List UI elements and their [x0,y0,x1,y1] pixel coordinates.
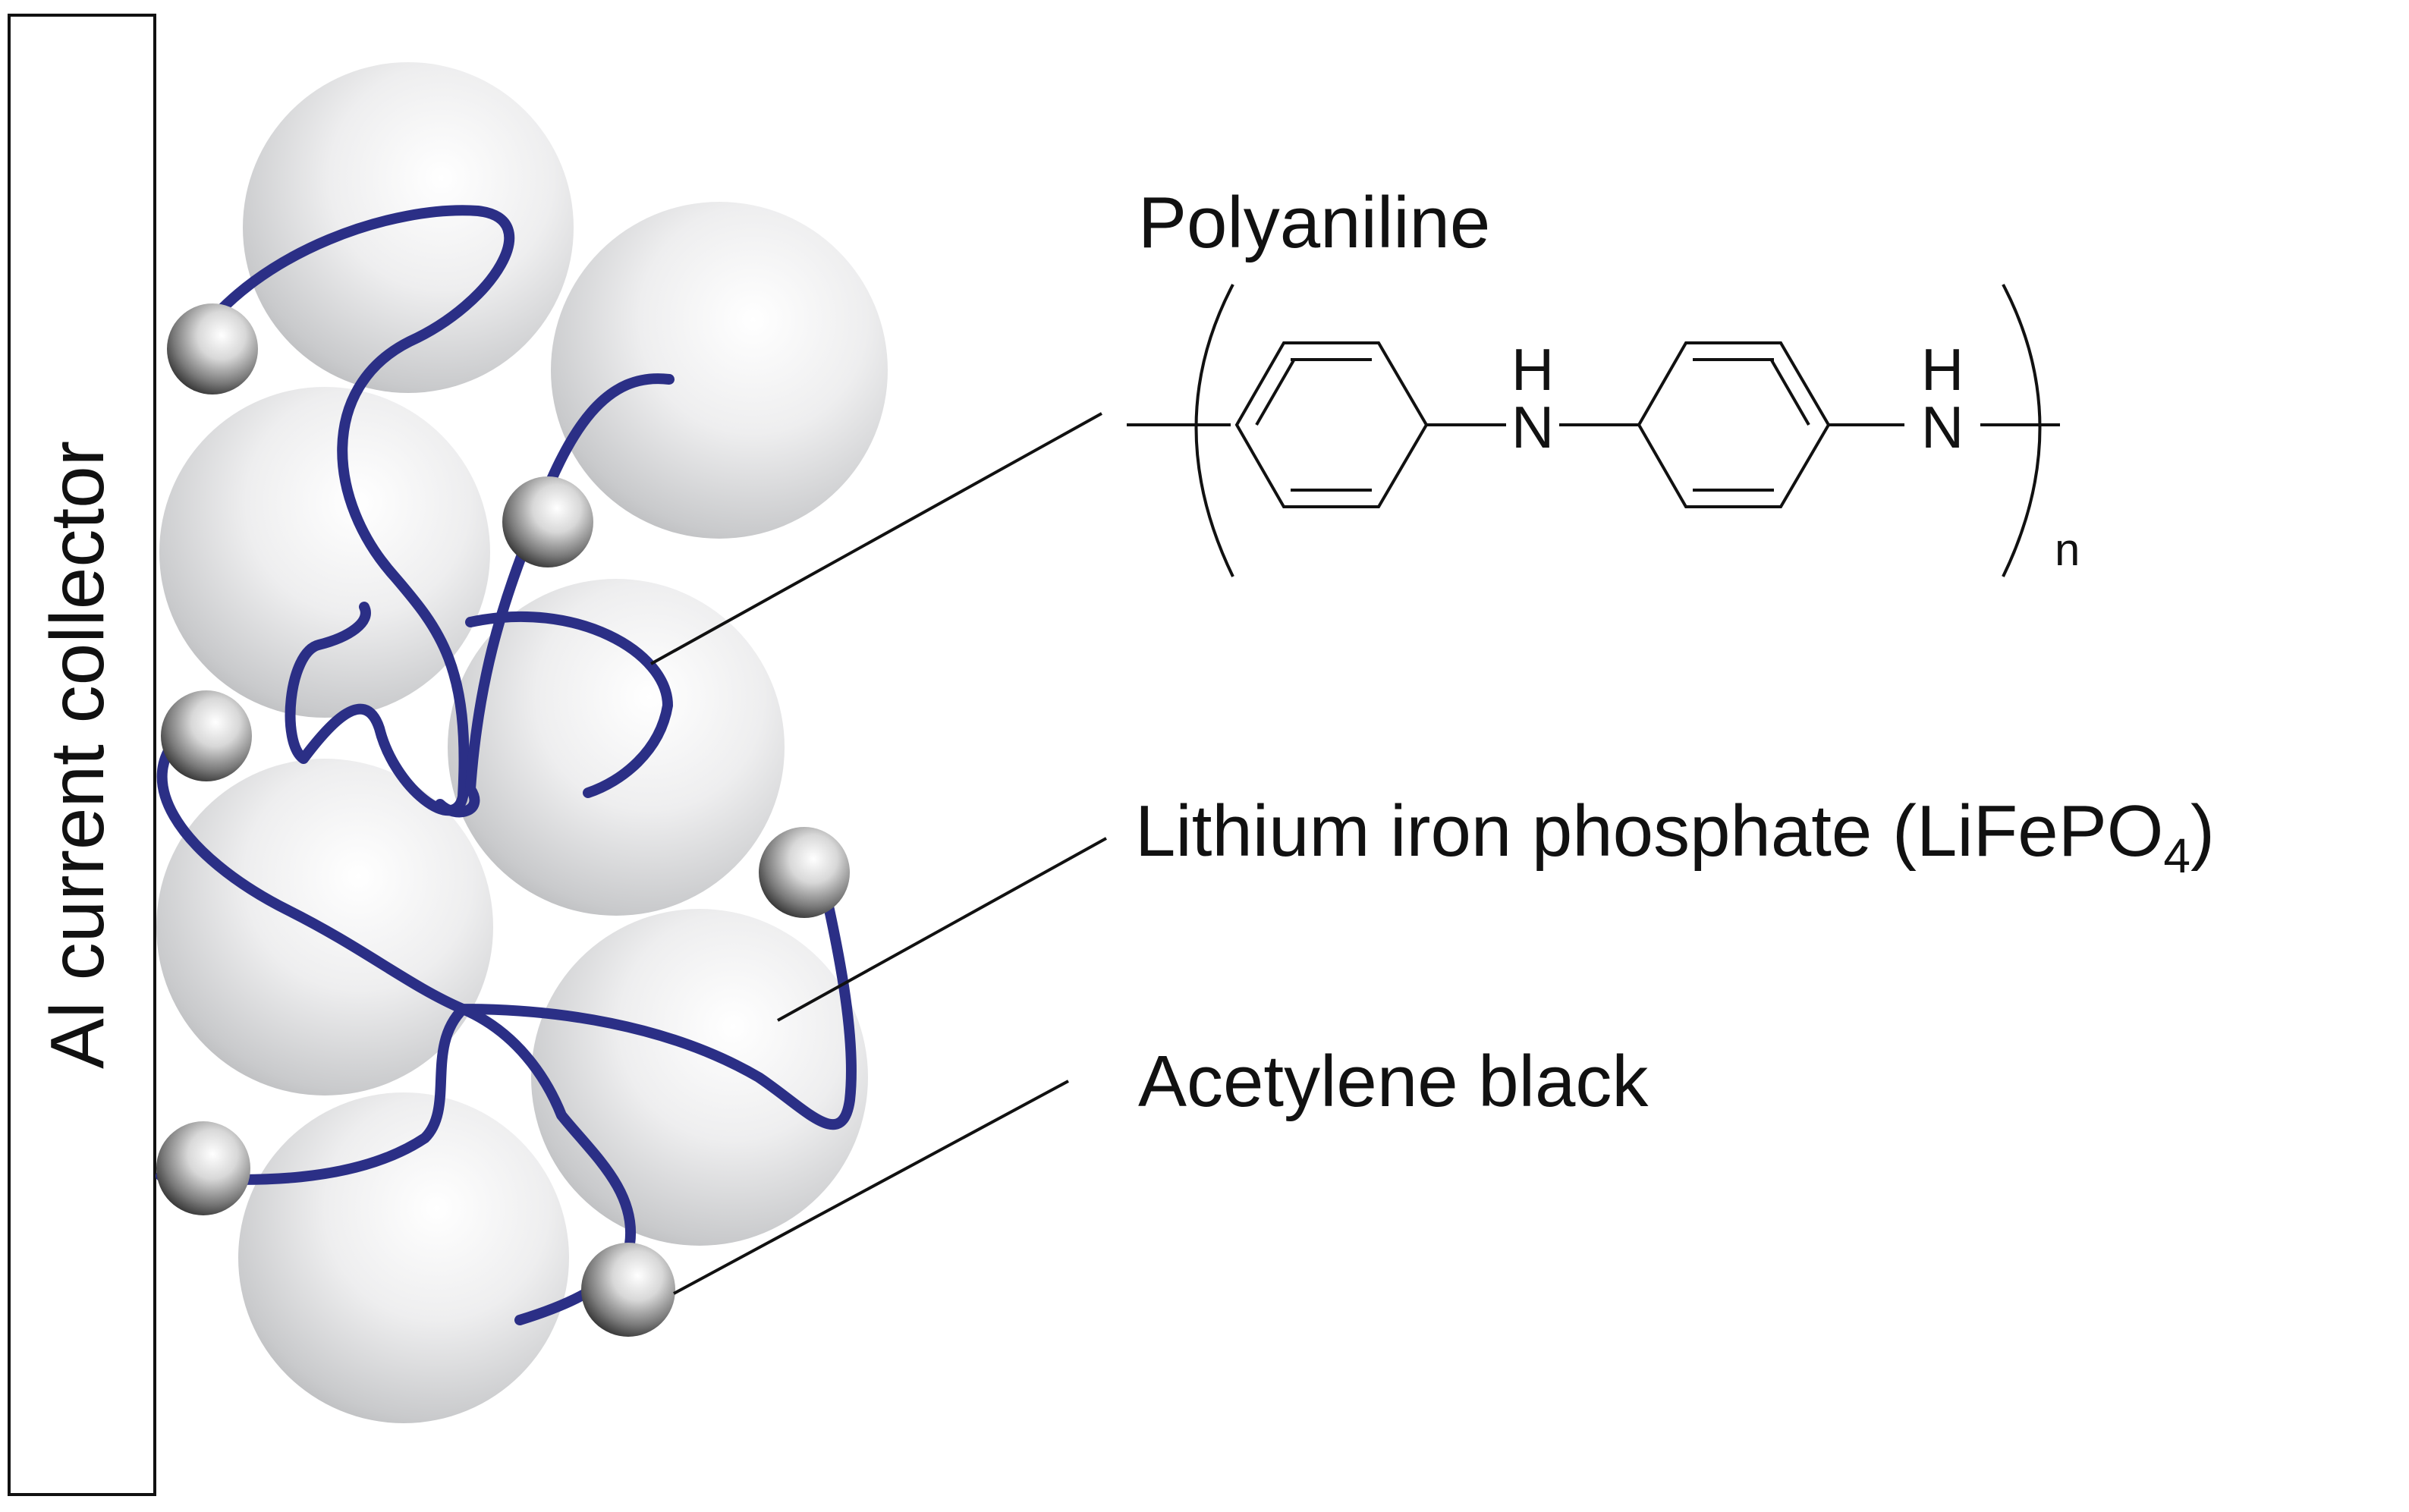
lfp-particle [243,62,574,393]
atom-h: H [1511,336,1554,403]
lfp-label: Lithium iron phosphate (LiFePO4) [1135,791,2215,883]
carbon-leader [673,1080,1069,1295]
lfp-particles [156,62,888,1423]
leader-lines [650,412,1107,1295]
polyaniline-leader [650,412,1102,665]
repeat-subscript: n [2055,524,2080,575]
bracket-right [2002,284,2042,577]
carbon-particle [167,303,258,395]
carbon-particle [581,1243,675,1337]
acetylene-black-label: Acetylene black [1138,1041,1649,1122]
polyaniline-structure [1127,284,2060,577]
atom-n: N [1511,394,1554,461]
bracket-left [1194,284,1234,577]
benzene-ring [1234,341,1429,508]
lfp-label-close: ) [2190,791,2215,872]
polyaniline-chain [465,611,673,798]
polyaniline-chain [435,373,675,818]
ring-double-bond [1255,360,1295,426]
current-collector-plate [8,14,156,1496]
polyaniline-chains [156,205,857,1325]
lfp-particle [531,909,868,1246]
lfp-label-main: Lithium iron phosphate (LiFePO [1135,791,2163,872]
lfp-particle [448,579,785,916]
benzene-ring [1637,341,1831,508]
acetylene-black-particles [156,303,850,1337]
lfp-particle [551,202,888,539]
lfp-particle [238,1092,569,1423]
carbon-particle [502,476,593,567]
carbon-particle [759,827,850,918]
polyaniline-chain [190,205,515,816]
carbon-particle [161,690,252,781]
atom-n: N [1921,394,1964,461]
polyaniline-atoms: H N H N n [1511,336,2080,575]
polyaniline-label: Polyaniline [1138,182,1490,263]
ring-double-bond [1770,360,1810,426]
current-collector-label: Al current collector [35,441,120,1069]
atom-h: H [1921,336,1964,403]
polyaniline-chain [156,719,857,1130]
current-collector: Al current collector [8,14,156,1496]
lfp-leader [777,837,1107,1022]
lfp-particle [159,387,490,718]
lfp-label-subscript: 4 [2163,828,2190,883]
carbon-particle [156,1121,250,1215]
